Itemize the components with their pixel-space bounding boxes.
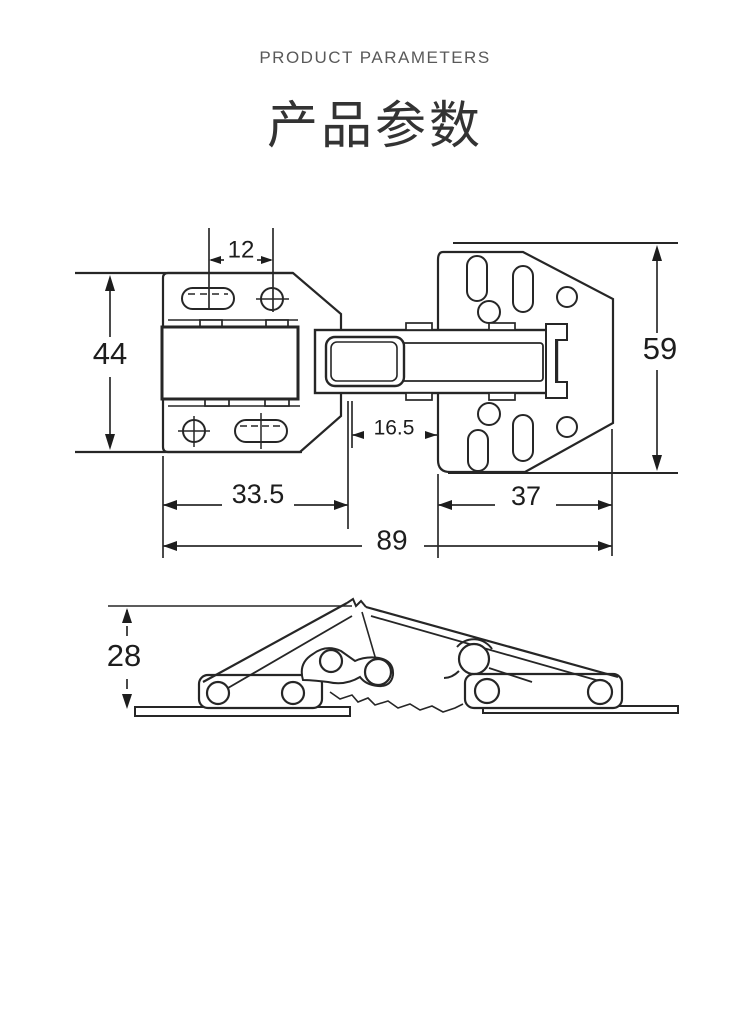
pivot-pin	[586, 678, 614, 706]
hinge-side-view: 28	[107, 597, 679, 717]
cup-screw-hole	[556, 416, 578, 438]
dim-mounting-plate-width-label: 44	[93, 336, 127, 371]
pivot-pin	[457, 642, 491, 676]
dim-cup-plate-length-label: 37	[511, 481, 541, 511]
hinge-arm	[160, 322, 568, 401]
hinge-top-view: 12 44 59	[75, 228, 678, 558]
arm-adjust-window	[324, 335, 406, 388]
cup-slot-hole	[467, 429, 489, 472]
plate-slot-hole	[181, 287, 235, 310]
dim-cup-plate-width-label: 59	[643, 331, 677, 366]
cup-slot-hole	[512, 265, 534, 313]
pivot-pin	[318, 648, 344, 674]
pivot-pin	[205, 680, 231, 706]
page-subtitle: PRODUCT PARAMETERS	[259, 48, 491, 67]
dimension-hole-spacing: 12	[208, 228, 274, 312]
dimension-mounting-plate-width: 44	[75, 271, 302, 454]
cup-slot-hole	[466, 255, 488, 302]
dimension-folded-height: 28	[107, 605, 352, 709]
dim-overall-length-label: 89	[376, 524, 407, 555]
cup-screw-hole	[477, 300, 501, 324]
cup-screw-hole	[556, 286, 578, 308]
side-right-foot	[463, 672, 624, 710]
page-title: 产品参数	[266, 97, 483, 154]
dim-hole-spacing-label: 12	[228, 236, 255, 263]
dim-arm-gap-label: 16.5	[374, 417, 415, 440]
cup-screw-hole	[477, 402, 501, 426]
dim-folded-height-label: 28	[107, 638, 141, 673]
pivot-pin	[363, 657, 393, 687]
arm-end-bracket	[545, 323, 568, 399]
arm-base	[160, 325, 300, 401]
dimension-cup-plate-width: 59	[448, 242, 678, 474]
cup-slot-hole	[512, 414, 534, 462]
hinge-technical-drawing: 12 44 59	[75, 228, 679, 717]
pivot-pin	[473, 677, 501, 705]
dim-mounting-plate-length-label: 33.5	[232, 479, 285, 509]
dimension-arm-gap: 16.5	[351, 401, 437, 448]
pivot-pin	[280, 680, 306, 706]
dimension-lengths: 33.5 37 89	[162, 401, 613, 558]
